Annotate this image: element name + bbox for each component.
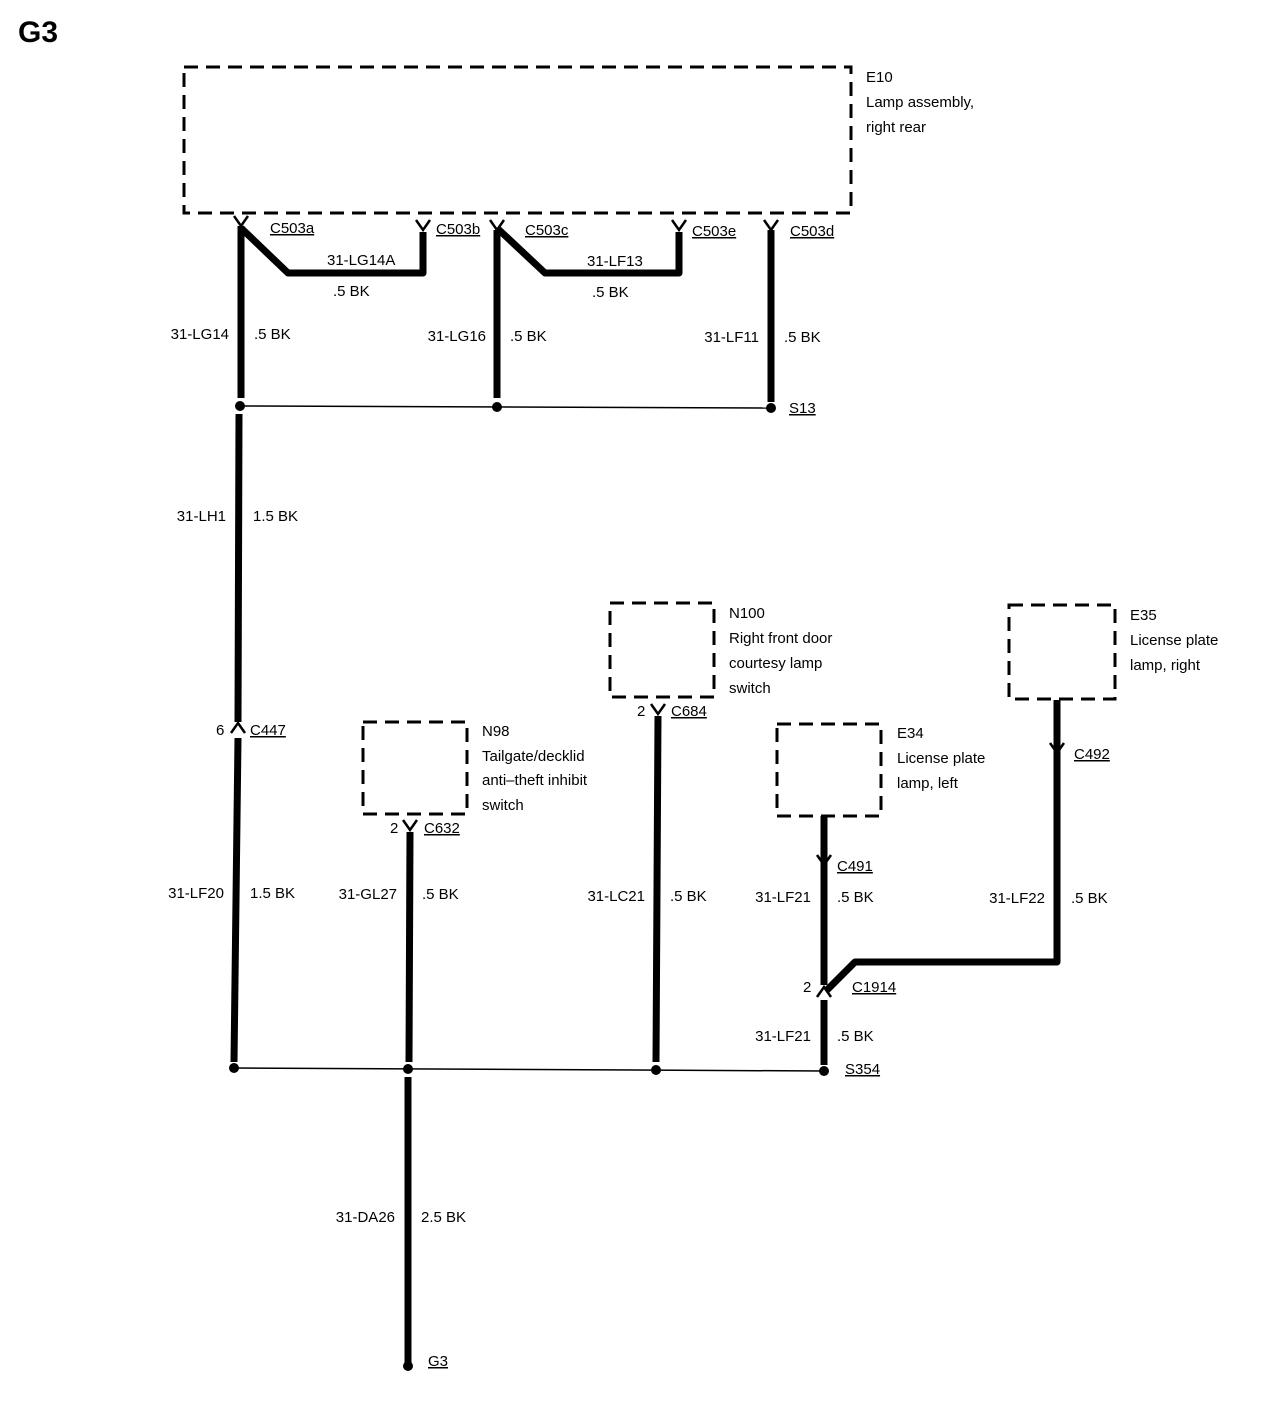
wire-31-da26-circuit: 31-DA26 — [336, 1209, 395, 1226]
n100-desc-line1: Right front door — [729, 630, 832, 647]
s354-splice-bar — [233, 1067, 825, 1072]
c447-label: C447 — [250, 722, 286, 739]
wire-31-lf22-spec: .5 BK — [1071, 890, 1108, 907]
c684-pin: 2 — [637, 703, 645, 720]
wire-31-lh1 — [234, 413, 243, 723]
e10-desc-line2: right rear — [866, 119, 926, 136]
c632-pin: 2 — [390, 820, 398, 837]
e34-desc-line2: lamp, left — [897, 775, 959, 792]
wire-31-lf11-spec: .5 BK — [784, 329, 821, 346]
s13-label: S13 — [789, 400, 816, 417]
wire-31-lf22-circuit: 31-LF22 — [989, 890, 1045, 907]
c491-label: C491 — [837, 858, 873, 875]
n98-desc-line3: switch — [482, 797, 524, 814]
e34-id: E34 — [897, 725, 924, 742]
s354-label: S354 — [845, 1061, 880, 1078]
c632-label: C632 — [424, 820, 460, 837]
c503b-label: C503b — [436, 221, 480, 238]
e34-license-lamp-left-box — [775, 722, 883, 818]
wire-31-lf21-lower-spec: .5 BK — [837, 1028, 874, 1045]
c503c-label: C503c — [525, 222, 569, 239]
c503e-label: C503e — [692, 223, 736, 240]
e35-license-lamp-right-box — [1007, 603, 1117, 701]
s13-junction-dot-left — [235, 401, 245, 411]
c503e-connector-arrow — [670, 219, 688, 233]
c684-connector-arrow — [649, 703, 667, 717]
s354-junction-dot-lc21 — [651, 1065, 661, 1075]
n100-id: N100 — [729, 605, 765, 622]
e10-lamp-assembly-box — [182, 65, 853, 215]
c1914-label: C1914 — [852, 979, 896, 996]
wire-31-lg14a-spec: .5 BK — [333, 283, 370, 300]
n100-desc-line2: courtesy lamp — [729, 655, 822, 672]
n98-desc-line1: Tailgate/decklid — [482, 748, 585, 765]
c632-connector-arrow — [401, 819, 419, 833]
s354-junction-dot-left — [229, 1063, 239, 1073]
e10-desc-line1: Lamp assembly, — [866, 94, 974, 111]
wire-31-lf20 — [230, 737, 242, 1063]
wire-31-lf21-upper-circuit: 31-LF21 — [755, 889, 811, 906]
wire-31-lf21-upper-spec: .5 BK — [837, 889, 874, 906]
wire-31-lh1-spec: 1.5 BK — [253, 508, 298, 525]
c447-connector-arrow — [229, 720, 247, 734]
c503d-label: C503d — [790, 223, 834, 240]
wire-31-lh1-circuit: 31-LH1 — [177, 508, 226, 525]
c1914-connector-arrow — [815, 984, 833, 998]
e10-id: E10 — [866, 69, 893, 86]
s354-splice-dot — [819, 1066, 829, 1076]
wire-31-lg14a — [238, 225, 427, 277]
s354-junction-dot-gl27 — [403, 1064, 413, 1074]
wire-31-lf20-spec: 1.5 BK — [250, 885, 295, 902]
page-title: G3 — [18, 16, 58, 49]
g3-ground-dot — [403, 1361, 413, 1371]
wire-31-da26-spec: 2.5 BK — [421, 1209, 466, 1226]
e35-id: E35 — [1130, 607, 1157, 624]
n98-inhibit-switch-box — [361, 720, 469, 816]
n100-switch-box — [608, 601, 716, 699]
wire-31-lf22 — [824, 700, 1061, 993]
c447-pin: 6 — [216, 722, 224, 739]
wire-31-lf13-circuit: 31-LF13 — [587, 253, 643, 270]
s13-splice-dot — [766, 403, 776, 413]
wire-31-lg16-circuit: 31-LG16 — [428, 328, 486, 345]
wire-31-gl27-circuit: 31-GL27 — [339, 886, 397, 903]
wire-31-lf21-lower-circuit: 31-LF21 — [755, 1028, 811, 1045]
wire-31-gl27-spec: .5 BK — [422, 886, 459, 903]
wire-31-lg14-circuit: 31-LG14 — [171, 326, 229, 343]
e35-desc-line1: License plate — [1130, 632, 1218, 649]
c503b-connector-arrow — [414, 219, 432, 233]
wire-31-lf13-spec: .5 BK — [592, 284, 629, 301]
g3-ground-label: G3 — [428, 1353, 448, 1370]
c503d-connector-arrow — [762, 219, 780, 233]
s13-junction-dot-middle — [492, 402, 502, 412]
wire-31-lf13 — [494, 225, 683, 277]
wire-31-lc21-spec: .5 BK — [670, 888, 707, 905]
wire-31-lg14-spec: .5 BK — [254, 326, 291, 343]
n98-desc-line2: anti–theft inhibit — [482, 772, 588, 789]
wire-31-lg14a-circuit: 31-LG14A — [327, 252, 395, 269]
n100-desc-line3: switch — [729, 680, 771, 697]
e34-desc-line1: License plate — [897, 750, 985, 767]
n98-id: N98 — [482, 723, 510, 740]
c1914-pin: 2 — [803, 979, 811, 996]
c492-label: C492 — [1074, 746, 1110, 763]
wire-31-gl27 — [405, 831, 414, 1063]
c503a-connector-arrow — [232, 215, 250, 229]
e35-desc-line2: lamp, right — [1130, 657, 1201, 674]
c503a-label: C503a — [270, 220, 315, 237]
c684-label: C684 — [671, 703, 707, 720]
wire-31-lf20-circuit: 31-LF20 — [168, 885, 224, 902]
wire-31-lg16-spec: .5 BK — [510, 328, 547, 345]
wire-31-lc21-circuit: 31-LC21 — [587, 888, 645, 905]
s13-splice-bar — [240, 405, 772, 409]
wire-31-lf11-circuit: 31-LF11 — [704, 329, 759, 346]
wire-31-lc21 — [652, 715, 662, 1063]
